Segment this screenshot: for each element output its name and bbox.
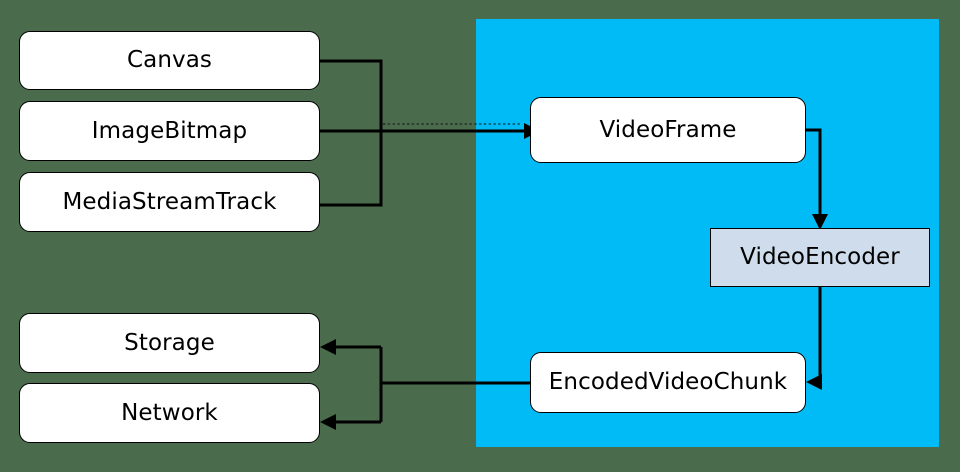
node-storage[interactable]: Storage bbox=[19, 313, 320, 373]
node-encodedvideochunk-label: EncodedVideoChunk bbox=[548, 369, 788, 395]
node-canvas[interactable]: Canvas bbox=[19, 31, 320, 90]
node-videoframe[interactable]: VideoFrame bbox=[530, 97, 806, 163]
node-network[interactable]: Network bbox=[19, 383, 320, 443]
node-storage-label: Storage bbox=[124, 329, 215, 356]
node-mediastreamtrack[interactable]: MediaStreamTrack bbox=[19, 172, 320, 232]
node-videoencoder[interactable]: VideoEncoder bbox=[710, 228, 930, 287]
node-mediastreamtrack-label: MediaStreamTrack bbox=[62, 188, 277, 215]
node-videoframe-label: VideoFrame bbox=[599, 116, 737, 143]
node-imagebitmap[interactable]: ImageBitmap bbox=[19, 101, 320, 161]
node-videoencoder-label: VideoEncoder bbox=[740, 244, 900, 270]
node-canvas-label: Canvas bbox=[126, 47, 213, 73]
node-imagebitmap-label: ImageBitmap bbox=[91, 117, 248, 144]
node-encodedvideochunk[interactable]: EncodedVideoChunk bbox=[530, 352, 806, 413]
node-network-label: Network bbox=[121, 399, 218, 426]
